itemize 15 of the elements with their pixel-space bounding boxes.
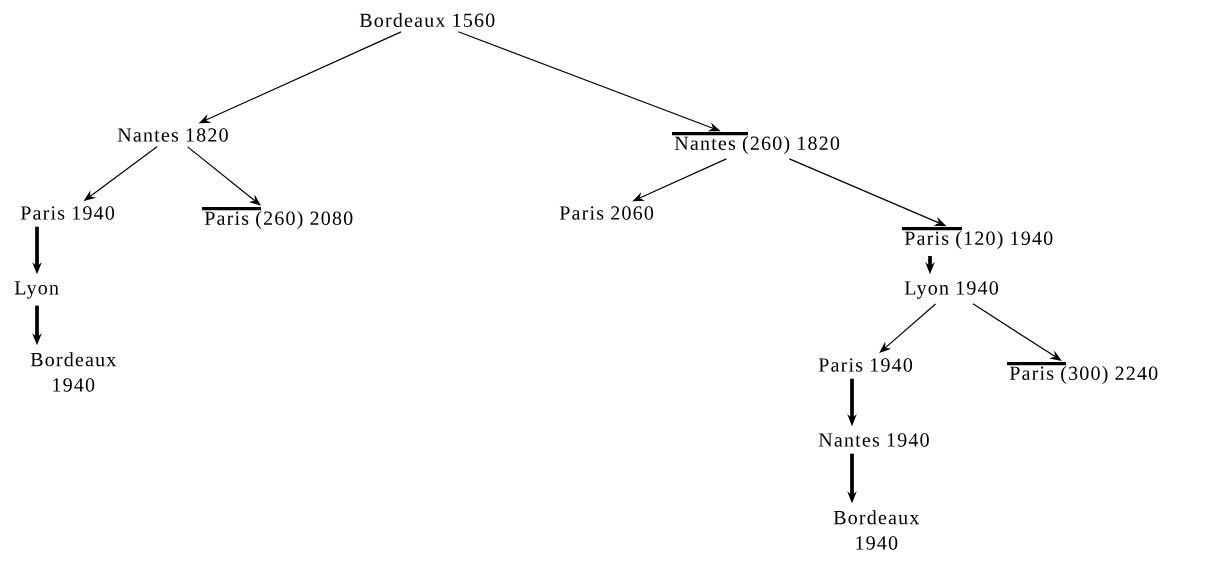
city-label: Lyon (14, 281, 59, 299)
city-label: Nantes (260) 1820 (672, 132, 840, 155)
arrow (972, 303, 1062, 361)
city-label: Paris (300) 2240 (1007, 362, 1158, 385)
city-label: Paris 2060 (559, 206, 654, 220)
city-label: Paris 1940 (818, 358, 913, 372)
city-label: Paris 1940 (20, 206, 115, 220)
city-label: Nantes 1820 (117, 128, 228, 142)
city-label: Paris (260) 2080 (202, 207, 353, 230)
city-label: Lyon 1940 (904, 281, 998, 299)
city-label: Bordeaux 1940 (833, 510, 920, 550)
city-label: Paris (120) 1940 (902, 227, 1053, 250)
city-label: Bordeaux 1940 (30, 352, 117, 392)
city-label: Bordeaux 1560 (359, 13, 495, 28)
city-label: Nantes 1940 (818, 433, 929, 447)
